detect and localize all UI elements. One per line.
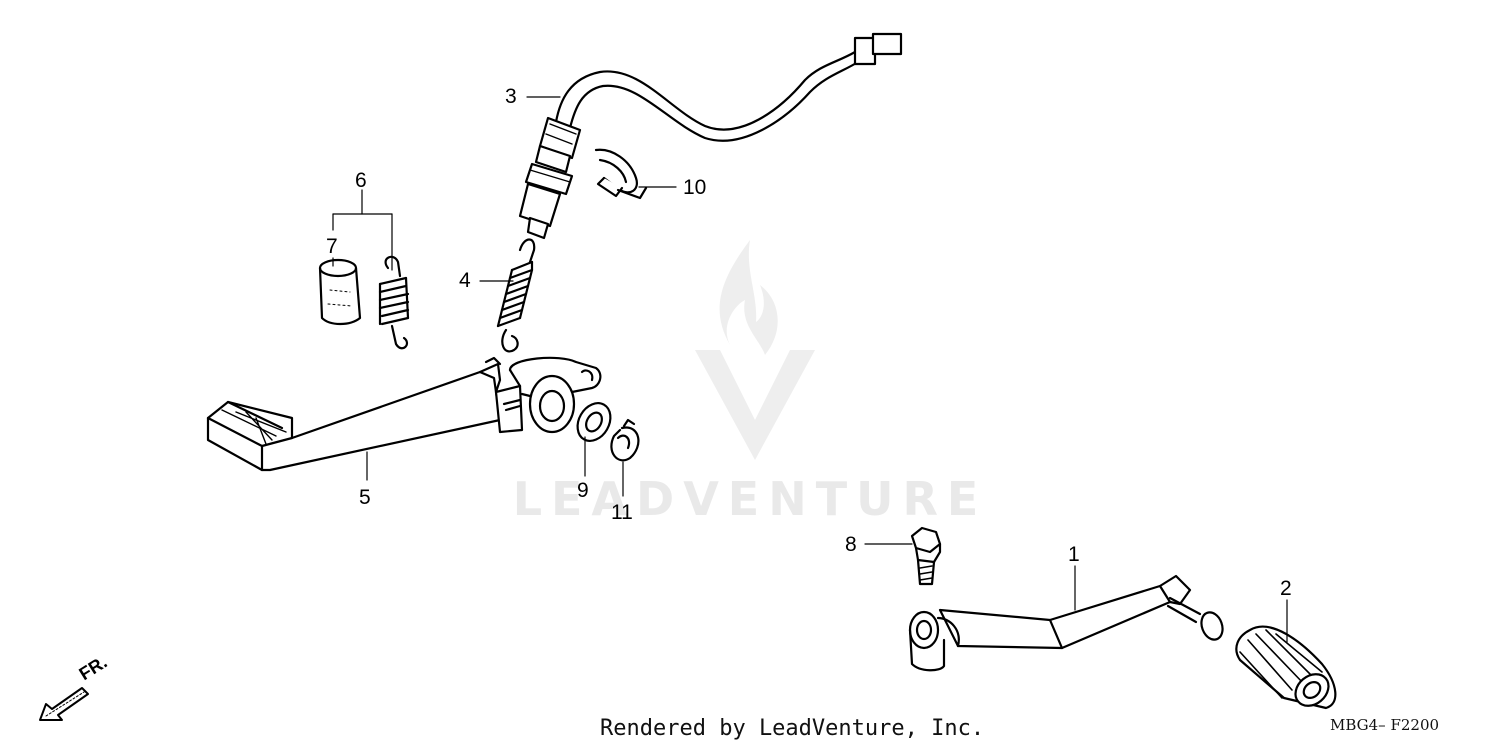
watermark-text: LEADVENTURE: [512, 472, 988, 526]
part-11-circlip: [610, 418, 640, 462]
part-5-brake-pedal: [206, 356, 602, 472]
callout-4: 4: [459, 269, 471, 292]
callout-10: 10: [683, 176, 707, 199]
part-4-spring: [496, 238, 536, 353]
callout-8: 8: [845, 533, 857, 556]
part-7-collar: [318, 258, 362, 326]
part-3-brake-switch: [518, 32, 903, 240]
callout-2: 2: [1280, 577, 1292, 600]
callout-9: 9: [577, 479, 589, 502]
callout-7: 7: [326, 235, 338, 258]
diagram-code: MBG4– F2200: [1330, 716, 1440, 734]
callout-6: 6: [355, 169, 367, 192]
part-10-clamp: [594, 148, 648, 200]
callout-5: 5: [359, 486, 371, 509]
leader-lines: [332, 96, 1288, 643]
part-1-shift-lever: [908, 574, 1224, 672]
front-arrow-icon: [39, 687, 89, 721]
part-6-return-spring: [378, 255, 410, 350]
callout-11: 11: [611, 501, 633, 524]
leadventure-logo-watermark: [695, 240, 815, 460]
callout-3: 3: [505, 85, 517, 108]
part-2-rubber-peg: [1235, 625, 1337, 710]
part-9-washer: [576, 402, 612, 442]
footer-credit: Rendered by LeadVenture, Inc.: [600, 716, 985, 741]
callout-1: 1: [1068, 543, 1080, 566]
part-8-bolt: [910, 526, 942, 586]
